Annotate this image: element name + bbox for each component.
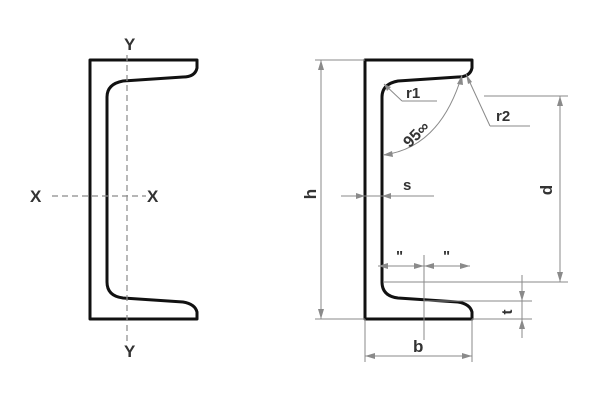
axis-y-top-label: Y — [124, 35, 136, 54]
label-r1: r1 — [406, 85, 420, 102]
dimension-s: s — [341, 177, 434, 199]
leader-r2: r2 — [465, 73, 530, 127]
leader-r1: r1 — [383, 83, 437, 102]
label-t: t — [499, 310, 516, 315]
label-r2: r2 — [496, 108, 510, 125]
label-half-right: " — [443, 248, 450, 265]
axis-x-right-label: X — [147, 187, 159, 206]
dimension-d: d — [384, 95, 568, 283]
label-half-left: " — [396, 248, 403, 265]
right-channel-profile — [363, 58, 474, 321]
label-b: b — [413, 337, 423, 356]
axis-x-left-label: X — [30, 187, 42, 206]
right-view: h d b — [301, 58, 568, 362]
dimension-half-flange: " " — [378, 248, 470, 340]
axis-y-bottom-label: Y — [124, 342, 136, 361]
left-view: Y Y X X — [30, 35, 199, 361]
label-s: s — [403, 177, 411, 194]
label-h: h — [301, 189, 320, 199]
left-channel-profile — [88, 58, 199, 321]
label-d: d — [537, 185, 556, 195]
dimension-angle: 95∞ — [382, 74, 463, 157]
label-angle: 95∞ — [400, 118, 433, 151]
dimension-b: b — [364, 319, 473, 362]
dimension-h: h — [301, 59, 365, 320]
dimension-t: t — [424, 275, 532, 338]
